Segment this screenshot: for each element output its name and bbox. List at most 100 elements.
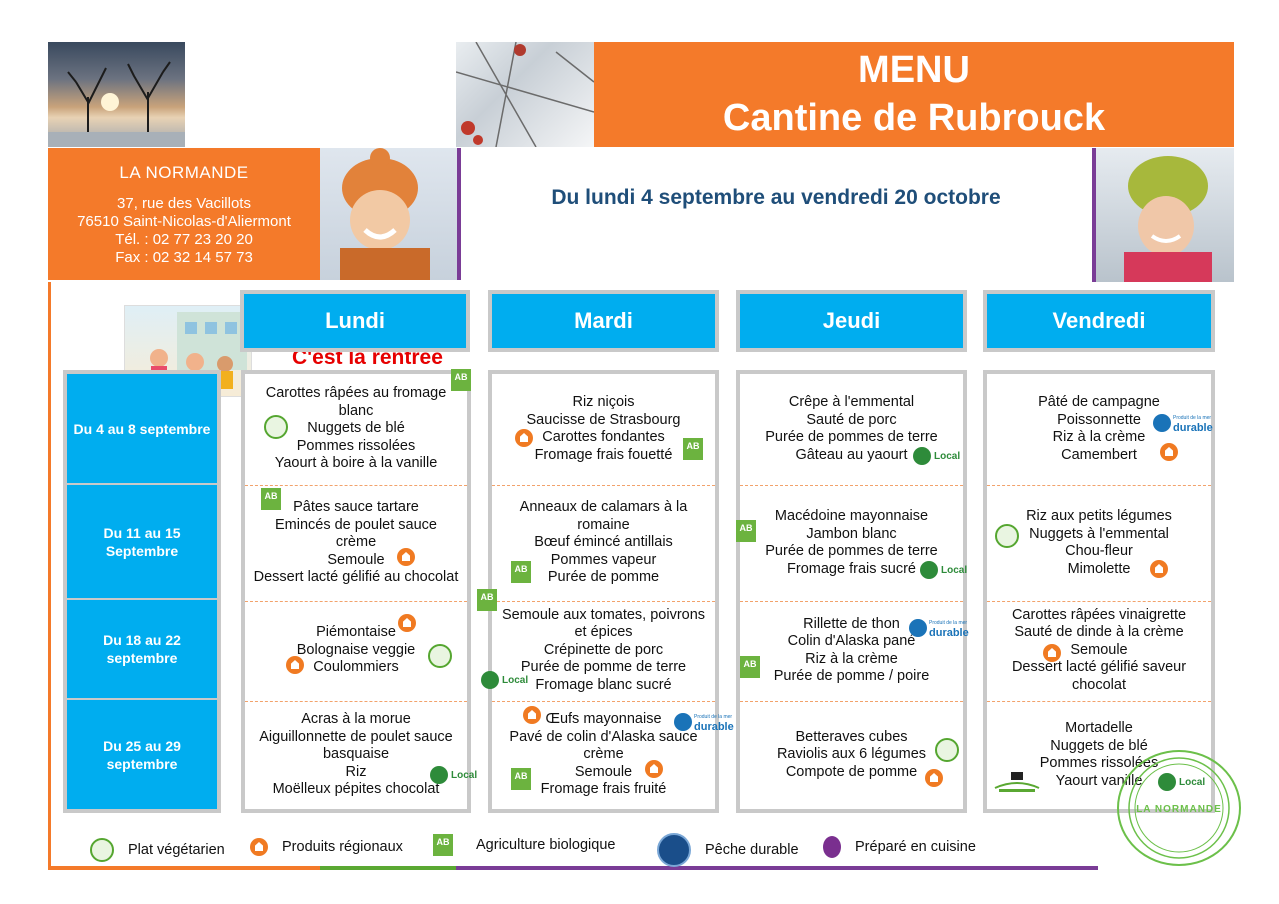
menu-item: Fromage frais sucré	[787, 560, 916, 577]
row-separator	[492, 601, 715, 602]
menu-item: Betteraves cubes	[795, 728, 908, 745]
menu-item: crème	[335, 534, 377, 551]
menu-item: Purée de pomme / poire	[773, 668, 930, 684]
sustainable-fishing-icon	[657, 833, 691, 867]
menu-item: Raviolis aux 6 légumes	[776, 746, 927, 763]
row-separator	[987, 701, 1211, 702]
pot-icon	[913, 447, 931, 465]
menu-item: Riz à la crème	[805, 650, 898, 667]
la-normande-stamp-logo: LA NORMANDE	[1117, 750, 1241, 866]
menu-item: Bœuf émincé antillais	[534, 534, 673, 551]
day-header-jeudi: Jeudi	[736, 290, 967, 352]
menu-period: Du lundi 4 septembre au vendredi 20 octo…	[551, 186, 1001, 209]
menu-item: Moëlleux pépites chocolat	[272, 781, 440, 798]
menu-item: Riz à la crème	[1052, 429, 1146, 445]
supplier-fax: Fax : 02 32 14 57 73	[115, 249, 253, 266]
menu-item: Carottes râpées vinaigrette	[1011, 606, 1187, 623]
row-separator	[987, 601, 1211, 602]
menu-item: et épices	[574, 624, 633, 641]
farm-logo-icon	[993, 770, 1041, 794]
menu-item: Riz niçois	[572, 394, 635, 410]
menu-item: Mortadelle	[1065, 720, 1133, 736]
canteen-name: Cantine de Rubrouck	[722, 97, 1106, 139]
child-orange-hat-photo	[320, 148, 457, 280]
organic-label-icon: AB	[451, 369, 471, 391]
menu-item: Mimolette	[1067, 560, 1131, 577]
wave-icon	[674, 713, 692, 731]
menu-item: Jambon blanc	[806, 525, 897, 542]
menu-item: Dessert lacté gélifié saveur	[1011, 659, 1187, 676]
menu-item: Poissonnette	[1057, 411, 1141, 428]
regional-product-icon	[1043, 644, 1061, 662]
regional-product-icon	[1150, 560, 1168, 578]
row-separator	[740, 485, 963, 486]
day-header-lundi: Lundi	[240, 290, 470, 352]
row-separator	[245, 485, 467, 486]
menu-item: Œufs mayonnaise	[545, 711, 662, 728]
supplier-name: LA NORMANDE	[119, 163, 249, 182]
row-separator	[245, 601, 467, 602]
menu-item: Dessert lacté gélifié au chocolat	[253, 569, 459, 586]
menu-item: Riz aux petits légumes	[1026, 508, 1172, 524]
organic-label-icon: AB	[261, 488, 281, 510]
menu-item: Nuggets de blé	[307, 420, 405, 437]
menu-title: MENU	[858, 49, 970, 91]
menu-item: Semoule	[1070, 641, 1128, 658]
pot-icon	[481, 671, 499, 689]
regional-product-icon	[645, 760, 663, 778]
menu-item: Anneaux de calamars à la	[519, 499, 688, 516]
regional-product-icon	[397, 548, 415, 566]
organic-label-icon: AB	[740, 656, 760, 678]
menu-item: Pommes rissolées	[296, 437, 416, 454]
menu-item: Semoule aux tomates, poivrons	[501, 606, 706, 623]
organic-label-icon: AB	[511, 561, 531, 583]
legend-regional: Produits régionaux	[250, 838, 403, 856]
week-label: Du 25 au 29 septembre	[67, 700, 217, 809]
menu-item: Macédoine mayonnaise	[774, 508, 929, 524]
menu-item: Camembert	[1061, 446, 1137, 463]
menu-item: Coulommiers	[313, 659, 399, 676]
organic-label-icon: AB	[736, 520, 756, 542]
legend-vegetarian: Plat végétarien	[90, 838, 225, 862]
organic-label-icon: AB	[433, 834, 453, 856]
menu-item: Carottes fondantes	[542, 429, 665, 445]
legend-fishing: Pêche durable	[657, 833, 799, 867]
frame-bottom-orange	[48, 866, 320, 870]
week-label: Du 4 au 8 septembre	[67, 374, 217, 483]
menu-item: Fromage frais fouetté	[534, 446, 673, 463]
row-separator	[987, 485, 1211, 486]
header-divider-right	[1092, 148, 1096, 282]
menu-item: Saucisse de Strasbourg	[526, 411, 681, 428]
menu-item: Yaourt vanille	[1055, 772, 1143, 789]
menu-item: Fromage blanc sucré	[535, 676, 672, 693]
wave-icon	[909, 619, 927, 637]
regional-product-icon	[286, 656, 304, 674]
menu-item: Compote de pomme	[785, 763, 918, 780]
menu-item: Bolognaise veggie	[296, 641, 416, 658]
wave-icon	[1153, 414, 1171, 432]
organic-label-icon: AB	[683, 438, 703, 460]
frame-bottom-purple	[456, 866, 1098, 870]
menu-item: Nuggets à l'emmental	[1029, 525, 1169, 542]
vegetarian-icon	[264, 415, 288, 439]
header-divider-left	[457, 148, 461, 280]
supplier-address1: 37, rue des Vacillots	[117, 195, 251, 212]
winter-landscape-photo	[48, 42, 185, 147]
menu-item: Carottes râpées au fromage	[265, 385, 447, 402]
menu-item: Piémontaise	[316, 624, 396, 641]
menu-item: crème	[583, 746, 624, 763]
